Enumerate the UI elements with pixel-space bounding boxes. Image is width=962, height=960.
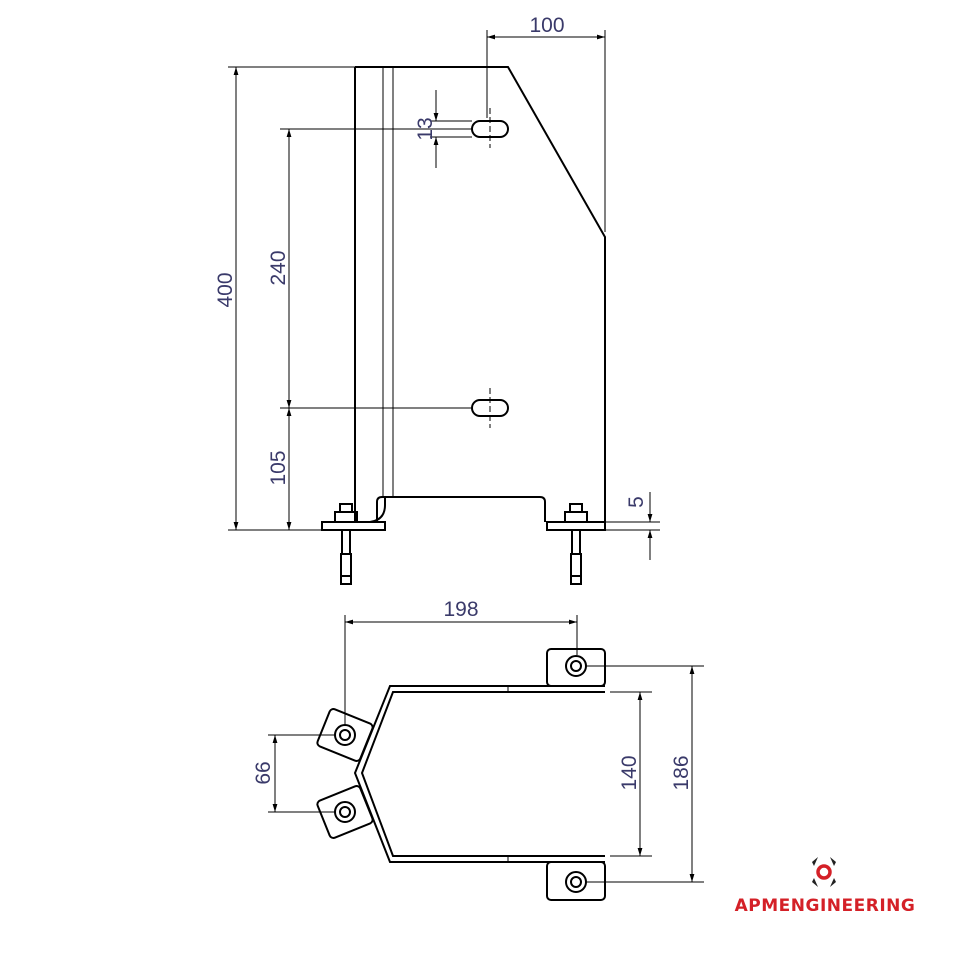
plan-view xyxy=(316,648,606,901)
logo-text: APMENGINEERING xyxy=(735,896,916,916)
foot-bend xyxy=(376,496,546,522)
outer-u xyxy=(353,685,605,863)
front-dimensions: 100 400 240 105 13 5 xyxy=(214,14,653,560)
dim-140: 140 xyxy=(618,755,641,790)
bracket-outline xyxy=(355,66,606,530)
front-view xyxy=(321,66,660,585)
dim-198: 198 xyxy=(443,598,478,621)
tab-left-upper xyxy=(316,708,374,762)
dim-13: 13 xyxy=(414,117,437,140)
dim-105: 105 xyxy=(267,450,290,485)
plan-dimensions: 198 66 140 186 xyxy=(252,598,704,883)
dim-240: 240 xyxy=(267,250,290,285)
dim-100: 100 xyxy=(529,14,564,37)
apm-logo: APMENGINEERING xyxy=(735,857,916,916)
inner-u xyxy=(360,691,605,857)
right-foot-plate xyxy=(546,521,606,531)
left-foot-plate xyxy=(321,521,386,531)
dim-5: 5 xyxy=(625,496,648,508)
dim-400: 400 xyxy=(214,272,237,307)
tab-left-lower xyxy=(316,785,374,839)
anchor-bolt-right xyxy=(564,503,588,585)
tab-bottom-right xyxy=(546,861,606,901)
anchor-bolt-left xyxy=(334,503,358,585)
dim-186: 186 xyxy=(670,755,693,790)
dim-66: 66 xyxy=(252,761,275,784)
logo-mark-icon xyxy=(812,857,836,887)
tab-top-right xyxy=(546,648,606,687)
